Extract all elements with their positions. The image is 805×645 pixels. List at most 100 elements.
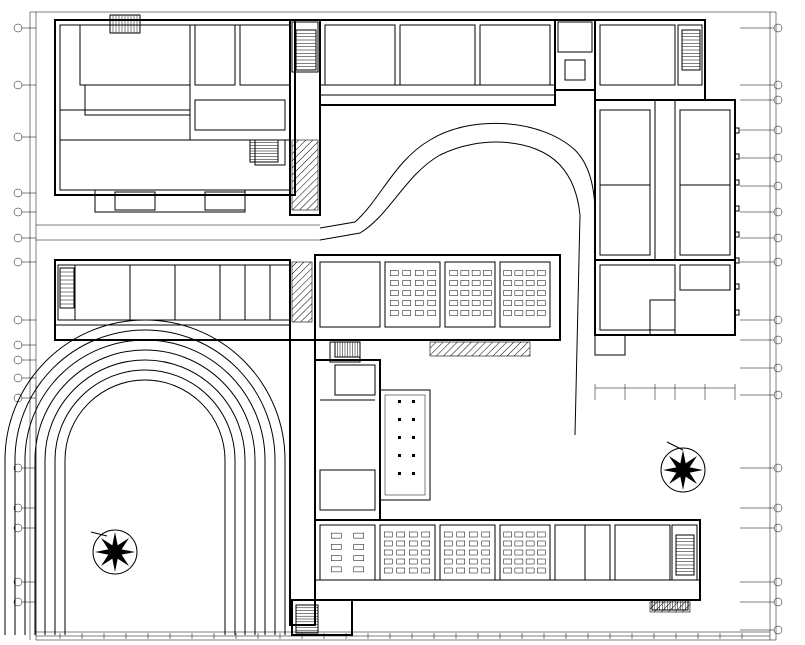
building-middle-left	[54, 259, 313, 341]
desk	[514, 290, 524, 296]
desk	[525, 531, 535, 538]
desk	[514, 280, 524, 286]
building-top-left	[54, 19, 321, 216]
track-lane	[54, 369, 236, 635]
stairs-top-wing	[295, 29, 701, 71]
desk	[483, 270, 492, 276]
building-central-hall	[289, 339, 431, 626]
axis-bubble	[773, 233, 783, 243]
desk	[396, 549, 405, 556]
axis-bubble	[773, 523, 783, 533]
column	[398, 472, 401, 475]
desk	[503, 540, 512, 547]
desk	[481, 558, 490, 565]
desk	[449, 300, 458, 306]
desk	[537, 531, 546, 538]
desk	[525, 280, 535, 286]
desk	[449, 290, 458, 296]
desk	[390, 290, 399, 296]
desk	[353, 566, 364, 573]
desk	[525, 558, 535, 565]
building-middle-classrooms	[314, 254, 561, 363]
desk	[525, 270, 535, 276]
axis-bubble	[13, 188, 23, 198]
classroom-desks-bottom	[331, 531, 546, 574]
desk	[415, 270, 424, 276]
axis-bubbles-right	[740, 23, 783, 635]
dimension-line-right-block	[594, 384, 736, 400]
desk	[384, 531, 393, 538]
desk	[353, 555, 364, 561]
desk	[402, 290, 411, 296]
desk	[471, 310, 481, 316]
axis-bubble	[773, 597, 783, 607]
desk	[421, 540, 430, 547]
axis-bubble	[773, 390, 783, 400]
desk	[460, 310, 470, 316]
desk	[503, 558, 512, 565]
desk	[460, 270, 470, 276]
desk	[384, 567, 393, 574]
classroom-desks-middle	[390, 270, 546, 316]
north-arrow-icon	[90, 529, 138, 575]
desk	[481, 549, 490, 556]
desk	[427, 300, 436, 306]
desk	[427, 270, 436, 276]
axis-bubble	[773, 315, 783, 325]
desk	[421, 531, 430, 538]
desk	[514, 549, 524, 556]
desk	[396, 531, 405, 538]
desk	[503, 290, 512, 296]
desk	[456, 549, 465, 556]
axis-bubble	[773, 95, 783, 105]
desk	[481, 531, 490, 538]
desk	[415, 280, 424, 286]
axis-bubble	[13, 257, 23, 267]
desk	[444, 549, 453, 556]
desk	[525, 300, 535, 306]
desk	[537, 290, 546, 296]
track-lane	[24, 339, 266, 635]
desk	[390, 310, 399, 316]
desk	[460, 290, 470, 296]
north-arrow-icon	[660, 441, 706, 493]
desk	[402, 280, 411, 286]
desk	[396, 558, 405, 565]
dimension-line-bottom	[36, 633, 770, 639]
desk	[444, 531, 453, 538]
desk	[537, 540, 546, 547]
column	[398, 454, 401, 457]
track-lane	[34, 349, 256, 635]
desk	[514, 300, 524, 306]
desk	[537, 310, 546, 316]
column	[398, 436, 401, 439]
window-mark	[734, 283, 740, 290]
desk	[415, 300, 424, 306]
desk	[421, 558, 430, 565]
axis-bubble	[773, 463, 783, 473]
curved-driveway	[36, 122, 596, 436]
desk	[525, 567, 535, 574]
desk	[353, 532, 364, 539]
track-lane	[44, 359, 246, 635]
building-bottom-wing	[291, 519, 701, 636]
track-lane	[14, 329, 276, 635]
desk	[471, 300, 481, 306]
desk	[449, 280, 458, 286]
window-mark	[734, 257, 740, 264]
desk	[469, 540, 478, 547]
desk	[537, 300, 546, 306]
desk	[353, 544, 364, 550]
desk	[525, 549, 535, 556]
window-mark	[734, 205, 740, 212]
building-top-wing	[319, 19, 706, 106]
desk	[483, 300, 492, 306]
window-mark	[734, 127, 740, 134]
desk	[409, 540, 418, 547]
stairs-top-left	[109, 14, 279, 163]
desk	[537, 549, 546, 556]
desk	[514, 270, 524, 276]
central-hall-columns	[398, 400, 415, 475]
track-lane	[64, 379, 226, 635]
column	[412, 418, 415, 421]
